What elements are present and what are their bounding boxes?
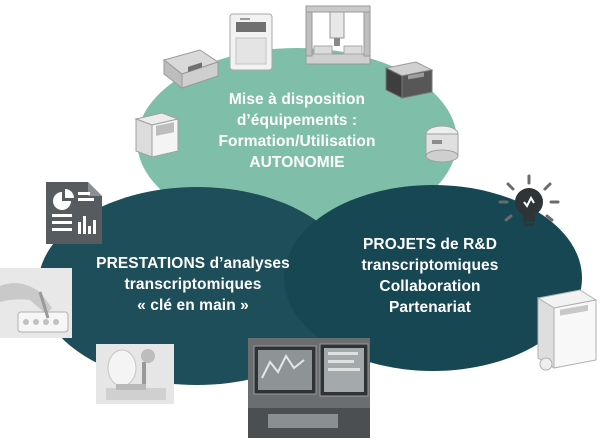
- centrifuge-icon: [418, 120, 464, 166]
- label-services: PRESTATIONS d’analyses transcriptomiques…: [88, 253, 298, 316]
- label-projects: PROJETS de R&D transcriptomiques Collabo…: [330, 234, 530, 318]
- liquid-handler-icon: [300, 2, 376, 68]
- analyzer-icon: [382, 58, 436, 102]
- incubator-icon: [132, 109, 182, 161]
- label-line: Collaboration: [379, 278, 481, 295]
- report-document-icon: [44, 180, 104, 246]
- sequencer-icon: [226, 10, 276, 72]
- thermocycler-icon: [160, 46, 222, 92]
- sample-instrument-icon: [524, 284, 598, 374]
- label-line: AUTONOMIE: [249, 154, 345, 171]
- lightbulb-idea-icon: [494, 170, 564, 238]
- label-line: transcriptomiques: [361, 257, 499, 274]
- label-line: Mise à disposition: [228, 91, 366, 108]
- label-line: Formation/Utilisation: [218, 133, 376, 150]
- label-equipment: Mise à disposition d’équipements : Forma…: [192, 89, 402, 173]
- lab-technician-photo: [96, 344, 174, 404]
- label-line: PROJETS de R&D: [362, 236, 498, 253]
- computer-workstation-photo: [248, 338, 370, 438]
- label-line: PRESTATIONS d’analyses: [96, 255, 290, 272]
- label-line: Partenariat: [388, 299, 472, 316]
- label-line: transcriptomiques: [124, 276, 262, 293]
- pipetting-photo: [0, 268, 72, 338]
- label-line: d’équipements :: [236, 112, 358, 129]
- label-line: « clé en main »: [137, 297, 249, 314]
